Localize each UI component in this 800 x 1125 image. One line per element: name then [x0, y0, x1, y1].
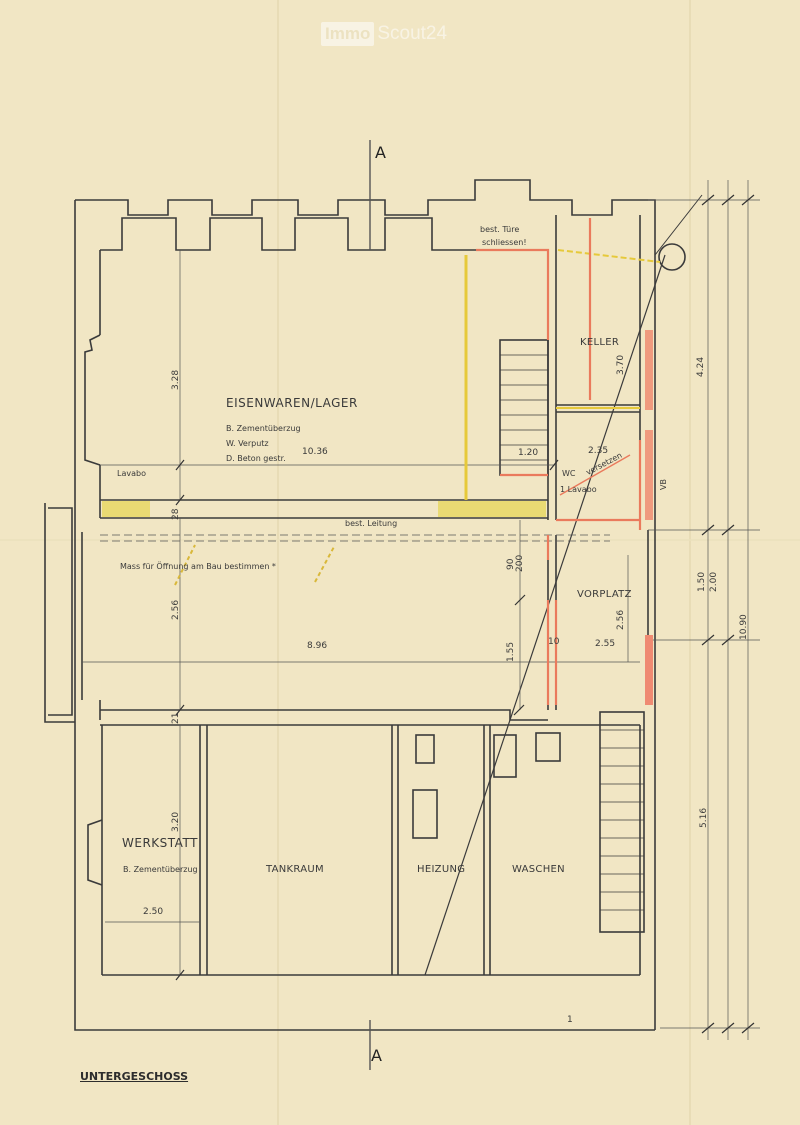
- note-floor: B. Zementüberzug: [226, 424, 301, 433]
- note-werkstatt-floor: B. Zementüberzug: [123, 865, 198, 874]
- note-leitung: best. Leitung: [345, 519, 398, 528]
- room-label-wc: WC: [562, 469, 576, 478]
- note-vb: VB: [659, 479, 668, 490]
- dim-3-20: 3.20: [171, 811, 181, 832]
- note-door-close-2: schliessen!: [482, 238, 527, 247]
- dim-200: 200: [515, 554, 525, 572]
- dim-2-56-right: 2.56: [616, 609, 626, 630]
- dimension-ticks: [175, 194, 755, 1034]
- dim-2-35: 2.35: [588, 446, 609, 456]
- note-lavabo-wc: 1 Lavabo: [560, 485, 597, 494]
- watermark-logo: Immo Scout24: [321, 22, 447, 46]
- watermark-text: Scout24: [377, 23, 448, 44]
- dim-2-55: 2.55: [595, 639, 616, 649]
- plan-title: UNTERGESCHOSS: [80, 1070, 189, 1083]
- red-highlights: [476, 218, 653, 705]
- dimension-lines: [82, 140, 760, 1070]
- dim-1-50: 1.50: [697, 571, 707, 592]
- note-door-close: best. Türe: [480, 225, 520, 234]
- note-lavabo-left: Lavabo: [117, 469, 146, 478]
- room-label-werkstatt: WERKSTATT: [122, 836, 198, 850]
- dim-1-20: 1.20: [518, 448, 539, 458]
- dim-3-28: 3.28: [171, 369, 181, 390]
- dim-2-00: 2.00: [709, 571, 719, 592]
- note-ceiling: D. Beton gestr.: [226, 454, 286, 463]
- section-mark-bottom: A: [371, 1046, 382, 1065]
- section-mark-top: A: [375, 143, 386, 162]
- dim-10-36: 10.36: [302, 447, 328, 457]
- room-label-waschen: WASCHEN: [512, 864, 565, 875]
- dim-8-96: 8.96: [307, 641, 328, 651]
- note-opening: Mass für Öffnung am Bau bestimmen *: [120, 562, 276, 571]
- note-wall: W. Verputz: [226, 439, 269, 448]
- room-label-heizung: HEIZUNG: [417, 864, 466, 875]
- room-label-eisenwaren: EISENWAREN/LAGER: [226, 396, 358, 410]
- dim-21: 21: [171, 712, 181, 724]
- yellow-highlights: [102, 249, 661, 586]
- room-label-tankraum: TANKRAUM: [266, 864, 324, 875]
- dim-1: 1: [567, 1015, 573, 1025]
- dim-2-50: 2.50: [143, 907, 164, 917]
- dim-5-16: 5.16: [699, 807, 709, 828]
- dim-1-55: 1.55: [506, 641, 516, 662]
- dim-28: 28: [171, 508, 181, 520]
- dim-3-70: 3.70: [616, 354, 626, 375]
- dim-2-56-left: 2.56: [171, 599, 181, 620]
- watermark-box: Immo: [321, 22, 375, 46]
- dim-10: 10: [548, 637, 560, 647]
- room-label-vorplatz: VORPLATZ: [577, 589, 632, 600]
- room-label-keller: KELLER: [580, 337, 620, 348]
- dim-10-90: 10.90: [739, 614, 749, 640]
- wall-lines: [44, 179, 703, 1031]
- dim-4-24: 4.24: [696, 356, 706, 377]
